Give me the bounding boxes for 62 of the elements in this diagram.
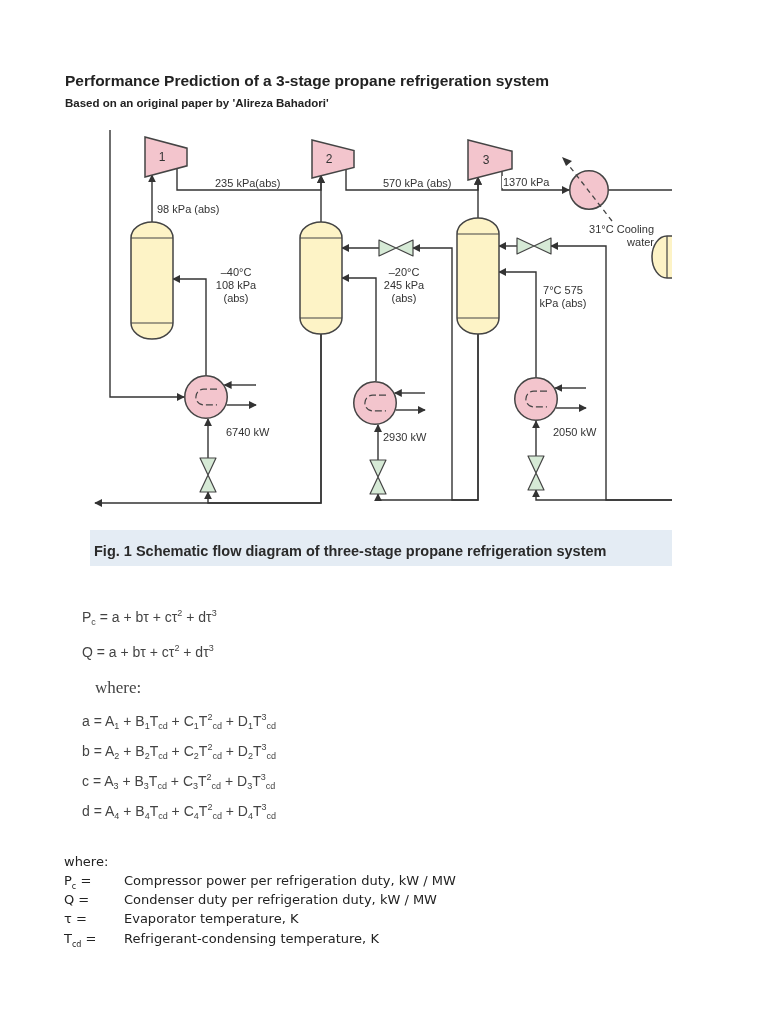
vessel-symbol [300,222,342,334]
valve-symbol [528,456,544,490]
compressor-number: 1 [157,150,167,164]
title: Performance Prediction of a 3-stage propane refrigeration system [65,72,550,90]
flow-line [223,381,257,389]
edge-label: 1370 kPa [502,176,551,188]
compressor-symbol [468,140,512,180]
duty-label: 2930 kW [383,431,427,444]
equation: P$_{c}$ = a + bτ + cτ$^{2}$ + dτ$^{3}$ [82,608,217,628]
flow-line [374,424,382,461]
flow-line [550,242,672,501]
flow-line [501,170,570,194]
valve-symbol [370,460,386,494]
compressor-symbol [312,140,354,178]
heat-exchanger-symbol [184,375,228,419]
edge-label: 98 kPa (abs) [156,203,221,215]
symbol-label: P$_{c}$ = [64,873,92,891]
flow-line [109,129,185,401]
heat-exchanger-symbol [353,381,397,425]
heat-exchanger-symbol [514,377,558,421]
compressor-number: 3 [481,153,491,167]
flow-line [532,420,540,457]
compressor-symbol [145,137,187,177]
flow-line [204,418,212,459]
valve-symbol [517,238,551,254]
subtitle: Based on an original paper by 'Alireza Bahadori' [65,97,329,109]
flow-line [393,389,426,397]
definition-text: Evaporator temperature, K [124,911,299,926]
flow-line [317,174,325,223]
edge-label: 570 kPa (abs) [382,177,453,189]
duty-label: 6740 kW [226,426,270,439]
flow-line [554,384,587,392]
flow-line [608,189,672,191]
flow-line [225,401,257,409]
condition-label: –40°C 108 kPa (abs) [214,266,258,305]
equation: Q = a + bτ + cτ$^{2}$ + dτ$^{3}$ [82,643,214,660]
compressor-number: 2 [324,152,334,166]
flow-line [395,406,426,414]
symbol-label: τ = [64,911,87,926]
edge-label: 235 kPa(abs) [214,177,282,189]
vessel-symbol [457,218,499,334]
where-label: where: [95,678,142,698]
flow-line [94,333,322,507]
definition-text: Condenser duty per refrigeration duty, kW / MW [124,892,437,907]
flow-line [148,174,156,223]
vessel-symbol [131,222,173,339]
figure-caption: Fig. 1 Schematic flow diagram of three-stage propane refrigeration system [94,543,607,559]
condition-label: –20°C 245 kPa (abs) [382,266,426,305]
definition-text: Refrigerant-condensing temperature, K [124,931,379,946]
valve-symbol [379,240,413,256]
where-label: where: [64,854,109,869]
valve-symbol [200,458,216,492]
condition-label: 7°C 575 kPa (abs) [538,284,588,310]
cooling-water-label: 31°C Cooling water [588,223,654,249]
heat-exchanger-symbol [569,170,609,210]
flow-line [412,244,479,501]
symbol-label: T$_{cd}$ = [64,931,97,949]
flow-line [555,404,587,412]
flow-line [474,176,482,219]
duty-label: 2050 kW [553,426,597,439]
symbol-label: Q = [64,892,90,907]
definition-text: Compressor power per refrigeration duty, kW / MW [124,873,456,888]
